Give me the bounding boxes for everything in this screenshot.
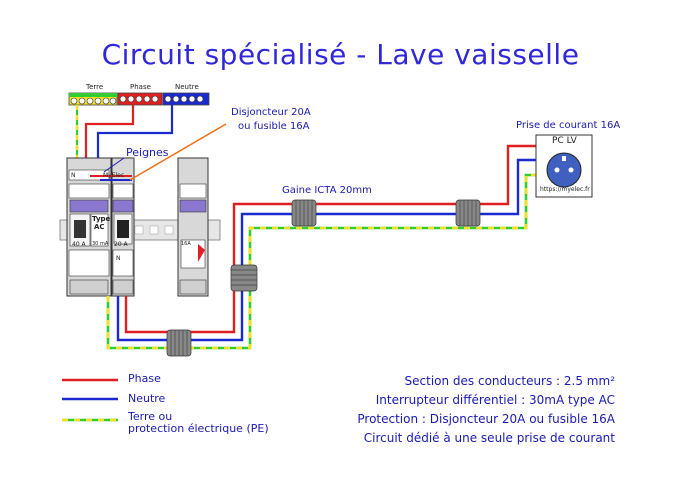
rcd-ma: 30 mA xyxy=(92,241,109,247)
cb-right-rating: 16A xyxy=(181,241,191,247)
terminal-bar-phase xyxy=(117,92,163,106)
legend-terre-2: protection électrique (PE) xyxy=(128,422,269,435)
terminal-bar-neutre xyxy=(162,92,210,106)
right-breaker xyxy=(177,157,209,297)
bar-label-terre: Terre xyxy=(86,83,104,91)
cb-rating: 20 A xyxy=(114,241,128,248)
page-title: Circuit spécialisé - Lave vaisselle xyxy=(101,38,580,71)
legend-neutre: Neutre xyxy=(128,392,166,405)
n-label-2: N xyxy=(116,255,121,262)
cable-run xyxy=(106,144,540,350)
bar-label-phase: Phase xyxy=(130,83,151,91)
socket xyxy=(535,134,593,198)
bar-label-neutre: Neutre xyxy=(175,83,199,91)
legend-terre: Terre ou xyxy=(128,410,173,423)
peignes-label: Peignes xyxy=(126,146,169,159)
n-label-1: N xyxy=(71,172,76,179)
gaine-label: Gaine ICTA 20mm xyxy=(282,185,372,196)
disjoncteur-label-2: ou fusible 16A xyxy=(238,121,310,132)
myelec-label: MyElec xyxy=(103,172,125,179)
terminal-bar-terre xyxy=(68,92,118,106)
note-protection: Protection : Disjoncteur 20A ou fusible … xyxy=(357,412,615,426)
circuit-breaker-20a xyxy=(111,157,135,297)
notes-block: Section des conducteurs : 2.5 mm² Interr… xyxy=(357,372,615,448)
note-section: Section des conducteurs : 2.5 mm² xyxy=(404,374,615,388)
rcd-rating: 40 A xyxy=(72,241,86,248)
note-rcd: Interrupteur différentiel : 30mA type AC xyxy=(375,393,615,407)
prise-label: Prise de courant 16A xyxy=(516,120,621,131)
rcd-type: Type xyxy=(92,215,111,223)
rcd-ac: AC xyxy=(94,223,105,231)
note-dedie: Circuit dédié à une seule prise de coura… xyxy=(363,431,615,445)
disjoncteur-label: Disjoncteur 20A xyxy=(231,107,311,118)
socket-site: https://myelec.fr xyxy=(540,186,590,193)
legend-phase: Phase xyxy=(128,372,161,385)
socket-name: PC LV xyxy=(552,136,577,146)
